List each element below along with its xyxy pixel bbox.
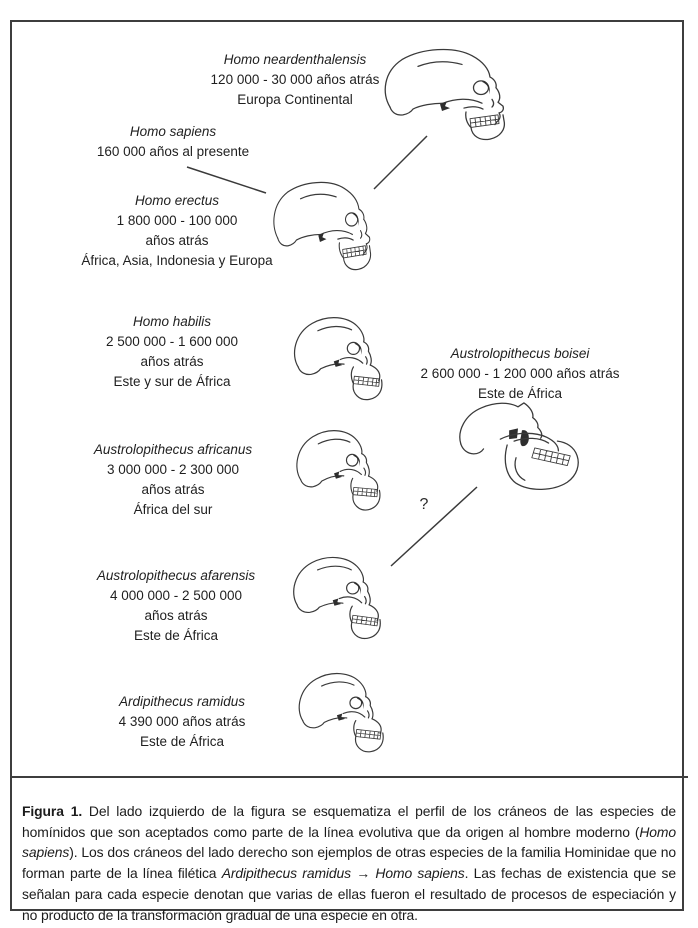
species-name: Homo erectus [134,193,220,208]
label-austrolopithecus-afarensis: Austrolopithecus afarensis 4 000 000 - 2… [46,566,306,646]
caption-segment: Ardipithecus ramidus [221,865,351,882]
caption-segment: . Las fechas de existencia que se señala… [22,865,677,923]
species-dates: 3 000 000 - 2 300 000 [106,462,240,477]
caption-segment: → [351,865,376,882]
species-region: África del sur [133,502,213,517]
species-dates: 160 000 años al presente [96,144,250,159]
species-name: Homo habilis [132,314,212,329]
label-austrolopithecus-africanus: Austrolopithecus africanus 3 000 000 - 2… [43,440,303,520]
species-dates: 2 600 000 - 1 200 000 años atrás [420,366,620,381]
caption-segment: Homo sapiens [375,865,465,882]
caption-segment: ). Los dos cráneos del lado derecho son … [22,844,676,882]
species-region: Europa Continental [237,92,353,107]
species-name: Ardipithecus ramidus [118,694,246,709]
caption-segment: Figura 1. [22,802,83,819]
species-dates: 2 500 000 - 1 600 000 [105,334,239,349]
species-dates: 120 000 - 30 000 años atrás [210,72,380,87]
figure-caption: Figura 1. Del lado izquierdo de la figur… [22,801,676,926]
homo-habilis-skull-icon [286,315,389,404]
homo-neardenthalensis-skull-icon [378,47,516,142]
label-ardipithecus-ramidus: Ardipithecus ramidus 4 390 000 años atrá… [52,692,312,752]
species-dates-suffix: años atrás [144,608,208,623]
figure-border [10,20,684,911]
austrolopithecus-africanus-skull-icon [288,427,387,517]
species-region: Este de África [133,628,219,643]
austrolopithecus-afarensis-skull-icon [284,554,389,644]
species-dates-suffix: años atrás [145,233,209,248]
homo-erectus-skull-icon [268,180,380,272]
label-homo-habilis: Homo habilis 2 500 000 - 1 600 000 años … [42,312,302,392]
species-name: Austrolopithecus boisei [450,346,590,361]
species-region: Este de África [139,734,225,749]
caption-segment: Homo sapiens [22,823,676,861]
species-dates: 4 390 000 años atrás [118,714,246,729]
label-homo-sapiens: Homo sapiens 160 000 años al presente [43,122,303,162]
uncertain-link-question-mark: ? [419,496,429,513]
caption-divider [10,776,688,778]
species-region: Este de África [477,386,563,401]
ardipithecus-ramidus-skull-icon [291,671,390,756]
label-homo-erectus: Homo erectus 1 800 000 - 100 000 años at… [47,191,307,271]
species-region: Este y sur de África [113,374,231,389]
caption-segment: Del lado izquierdo de la figura se esque… [22,802,676,840]
label-austrolopithecus-boisei: Austrolopithecus boisei 2 600 000 - 1 20… [390,344,650,404]
species-name: Austrolopithecus afarensis [96,568,256,583]
austrolopithecus-boisei-skull-icon [451,399,586,493]
species-name: Homo neardenthalensis [223,52,367,67]
species-dates: 4 000 000 - 2 500 000 [109,588,243,603]
species-region: África, Asia, Indonesia y Europa [81,253,273,268]
species-name: Homo sapiens [129,124,217,139]
species-name: Austrolopithecus africanus [93,442,253,457]
label-homo-neardenthalensis: Homo neardenthalensis 120 000 - 30 000 a… [165,50,425,110]
species-dates-suffix: años atrás [141,482,205,497]
species-dates: 1 800 000 - 100 000 [116,213,238,228]
species-dates-suffix: años atrás [140,354,204,369]
